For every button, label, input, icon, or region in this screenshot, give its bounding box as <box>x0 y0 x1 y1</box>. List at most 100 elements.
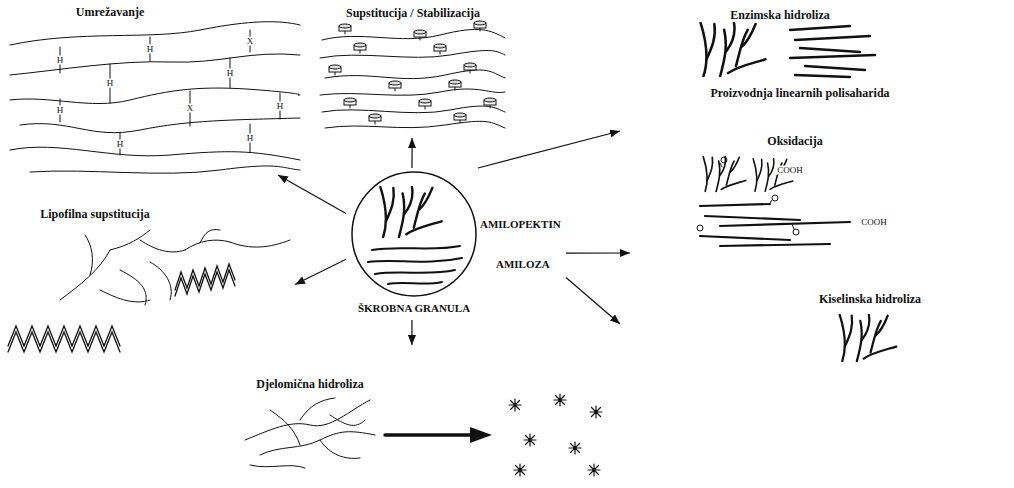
illustration-stroke <box>800 48 860 52</box>
illustration-stroke <box>464 63 476 73</box>
modification-group: Lipofilna supstitucija <box>5 205 295 355</box>
modification-title: Umrežavanje <box>50 5 170 19</box>
modification-title: Kiselinska hidroliza <box>800 292 940 306</box>
illustration-stroke <box>150 262 171 300</box>
illustration-stroke <box>320 89 505 95</box>
illustration-stroke <box>10 88 300 103</box>
illustration-stroke <box>701 23 766 76</box>
illustration-stroke <box>110 230 150 250</box>
illustration-stroke <box>805 66 865 70</box>
granule-circle <box>352 172 476 296</box>
illustration-stroke <box>320 440 360 458</box>
illustration-stroke <box>368 258 462 262</box>
illustration-stroke <box>840 315 897 361</box>
illustration-stroke <box>569 442 581 454</box>
modification-group: Djelomična hidroliza <box>238 345 608 483</box>
modification-title: Supstitucija / Stabilizacija <box>323 6 503 20</box>
illustration-stroke <box>795 36 870 40</box>
group-label: COOH <box>776 166 804 175</box>
modification-title: Djelomična hidroliza <box>240 377 380 391</box>
illustration-stroke <box>484 98 496 108</box>
illustration-stroke <box>470 427 492 443</box>
illustration-stroke <box>100 290 150 302</box>
illustration-stroke <box>720 244 830 246</box>
arrow-connector <box>478 131 620 168</box>
illustration-stroke <box>700 204 770 206</box>
crosslink-label: H <box>146 45 155 54</box>
illustration-stroke <box>414 30 426 40</box>
illustration-stroke <box>330 415 365 425</box>
illustration-stroke <box>703 157 745 192</box>
modification-group: Kiselinska hidroliza <box>620 290 942 375</box>
granule-outline <box>346 168 566 320</box>
crosslink-label: H <box>226 69 235 78</box>
crosslink-label: H <box>56 56 65 65</box>
illustration-stroke <box>325 121 505 128</box>
granule-label: AMILOZA <box>496 258 550 271</box>
crosslink-label: H <box>116 140 125 149</box>
modification-title: Oksidacija <box>735 134 855 148</box>
illustration-stroke <box>185 240 230 250</box>
illustration-stroke <box>322 106 505 113</box>
crosslinked-chains <box>10 22 300 173</box>
illustration-stroke <box>792 224 794 229</box>
illustration-stroke <box>419 99 431 109</box>
illustration-stroke <box>770 200 772 203</box>
illustration-stroke <box>434 44 446 54</box>
illustration-stroke <box>380 187 441 237</box>
illustration-stroke <box>260 432 375 455</box>
illustration-stroke <box>140 240 185 252</box>
illustration-stroke <box>590 406 602 418</box>
illustration-stroke <box>230 240 290 247</box>
illustration-stroke <box>588 464 600 476</box>
illustration-stroke <box>514 464 526 476</box>
illustration-stroke <box>793 229 799 235</box>
modification-title: Enzimska hidroliza <box>700 8 860 22</box>
illustration-stroke <box>772 195 778 201</box>
arrow-connector <box>411 138 412 168</box>
arrow-connector <box>566 252 630 253</box>
illustration-stroke <box>795 75 850 77</box>
modification-group: Enzimska hidrolizaProizvodnja linearnih … <box>620 6 930 131</box>
illustration-stroke <box>10 22 300 45</box>
illustration-stroke <box>509 399 521 411</box>
illustration-stroke <box>354 43 366 53</box>
illustration-stroke <box>8 326 120 346</box>
illustration-stroke <box>20 118 300 133</box>
lipophilic-chains <box>8 230 290 352</box>
illustration-stroke <box>474 21 486 31</box>
illustration-stroke <box>339 24 351 34</box>
substituted-chains <box>320 21 505 128</box>
arrow-connector <box>295 259 346 284</box>
illustration-stroke <box>449 80 461 90</box>
modification-group: Supstitucija / Stabilizacija <box>318 6 508 138</box>
illustration-stroke <box>524 434 536 446</box>
illustration-stroke <box>454 113 466 123</box>
illustration-stroke <box>721 157 727 163</box>
illustration-stroke <box>245 400 370 440</box>
illustration-stroke <box>554 394 566 406</box>
modification-title: Proizvodnja linearnih polisaharida <box>680 86 920 100</box>
illustration-stroke <box>790 26 850 30</box>
illustration-stroke <box>8 332 120 352</box>
granule-label: AMILOPEKTIN <box>480 218 561 231</box>
arrow-connector <box>566 277 620 324</box>
illustration-stroke <box>300 398 335 420</box>
illustration-stroke <box>85 235 92 275</box>
illustration-stroke <box>369 114 381 124</box>
illustration-stroke <box>270 410 300 445</box>
illustration-stroke <box>705 216 800 220</box>
crosslink-label: X <box>186 104 195 113</box>
illustration-stroke <box>30 166 300 173</box>
illustration-stroke <box>697 225 703 231</box>
illustration-stroke <box>389 81 401 91</box>
granule-molecules <box>368 187 462 284</box>
illustration-stroke <box>60 250 110 300</box>
illustration-stroke <box>329 65 341 75</box>
illustration-stroke <box>388 282 442 284</box>
partial-hydrolysis <box>245 394 602 476</box>
illustration-stroke <box>250 465 305 468</box>
